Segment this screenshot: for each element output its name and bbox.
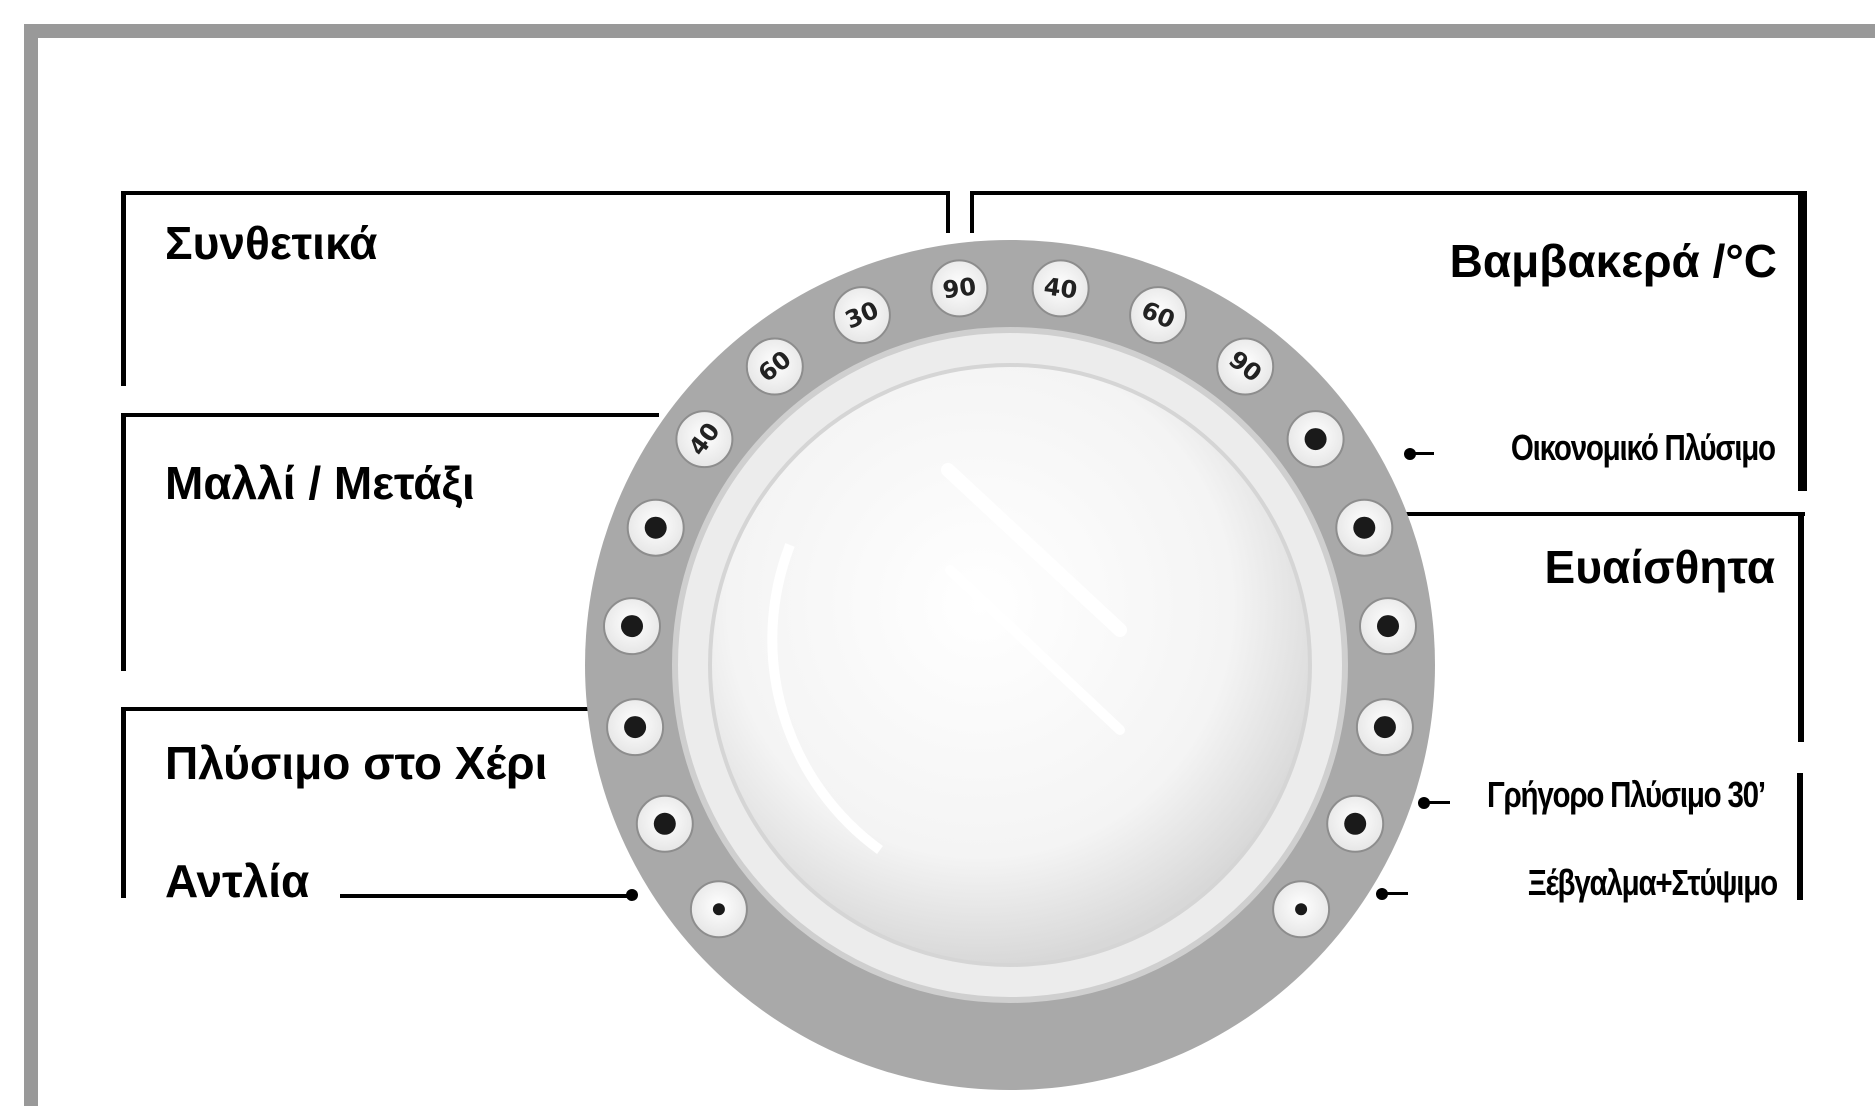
dial-temp-label: 40	[1042, 272, 1079, 304]
dial-program-mark	[1374, 716, 1396, 738]
dial-program-mark	[1305, 428, 1327, 450]
dial-program-mark	[645, 517, 667, 539]
dial-program-mark	[713, 903, 725, 915]
dial-program-mark	[1295, 903, 1307, 915]
dial-program-mark	[1344, 813, 1366, 835]
dial-temp-label: 90	[941, 272, 978, 304]
dial-program-mark	[1353, 517, 1375, 539]
dial-program-mark	[1377, 615, 1399, 637]
dial-program-mark	[621, 615, 643, 637]
dial-knob[interactable]	[710, 365, 1310, 965]
dial-program-mark	[654, 813, 676, 835]
dial-program-mark	[624, 716, 646, 738]
